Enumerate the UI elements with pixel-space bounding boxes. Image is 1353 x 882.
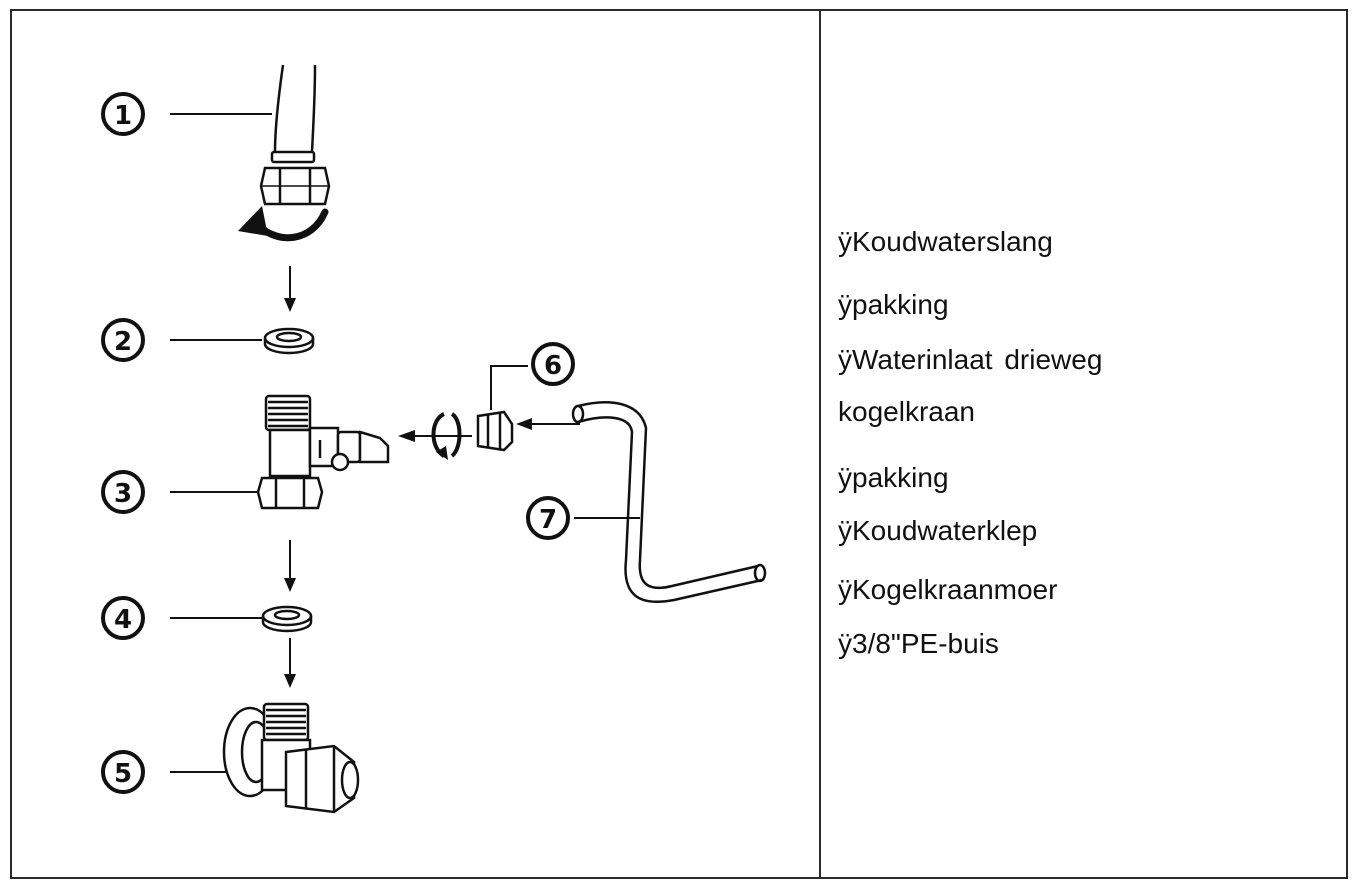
left-arrow-tube	[516, 418, 580, 430]
svg-text:6: 6	[544, 351, 562, 381]
svg-text:4: 4	[114, 605, 132, 635]
marker-5: 5	[101, 750, 145, 794]
marker-1: 1	[101, 92, 145, 136]
legend-item-gasket-2: ÿpakking	[838, 462, 949, 493]
svg-text:3: 3	[114, 479, 132, 509]
svg-text:5: 5	[114, 759, 132, 789]
three-way-ball-valve-icon	[256, 394, 390, 510]
legend: ÿKoudwaterslang ÿpakking ÿWaterinlaat dr…	[838, 0, 1338, 882]
marker-7: 7	[526, 496, 570, 540]
down-arrow-2	[284, 540, 296, 592]
legend-item-ball-valve-nut: ÿKogelkraanmoer	[838, 574, 1058, 605]
marker-2: 2	[101, 318, 145, 362]
gasket-icon	[263, 327, 315, 355]
pe-tube-icon	[571, 401, 767, 604]
leader-line-6	[490, 365, 528, 410]
legend-item-cold-water-valve: ÿKoudwaterklep	[838, 515, 1038, 546]
cold-water-hose-icon	[259, 64, 331, 206]
svg-text:2: 2	[114, 327, 132, 357]
down-arrow-1	[284, 266, 296, 312]
marker-3: 3	[101, 470, 145, 514]
svg-text:7: 7	[539, 505, 557, 535]
legend-item-cold-water-hose: ÿKoudwaterslang	[838, 226, 1053, 257]
marker-4: 4	[101, 596, 145, 640]
left-arrow-port	[398, 430, 472, 442]
rotate-nut-arrow-icon	[431, 412, 462, 460]
down-arrow-3	[284, 638, 296, 688]
installation-diagram: 1 2 3	[101, 64, 767, 814]
gasket-icon	[261, 605, 313, 633]
rotate-arrow-icon	[238, 206, 329, 242]
svg-text:1: 1	[114, 101, 132, 131]
legend-item-pe-tube: ÿ3/8"PE-buis	[838, 628, 999, 659]
cold-water-valve-icon	[222, 702, 360, 814]
diagram-frame	[10, 9, 1348, 879]
ball-valve-nut-icon	[476, 410, 514, 452]
legend-item-gasket: ÿpakking	[838, 289, 949, 320]
legend-item-three-way-valve-cont: kogelkraan	[838, 396, 975, 427]
legend-item-three-way-valve: ÿWaterinlaat drieweg	[838, 344, 1103, 375]
column-divider	[819, 9, 821, 879]
marker-6: 6	[531, 342, 575, 386]
